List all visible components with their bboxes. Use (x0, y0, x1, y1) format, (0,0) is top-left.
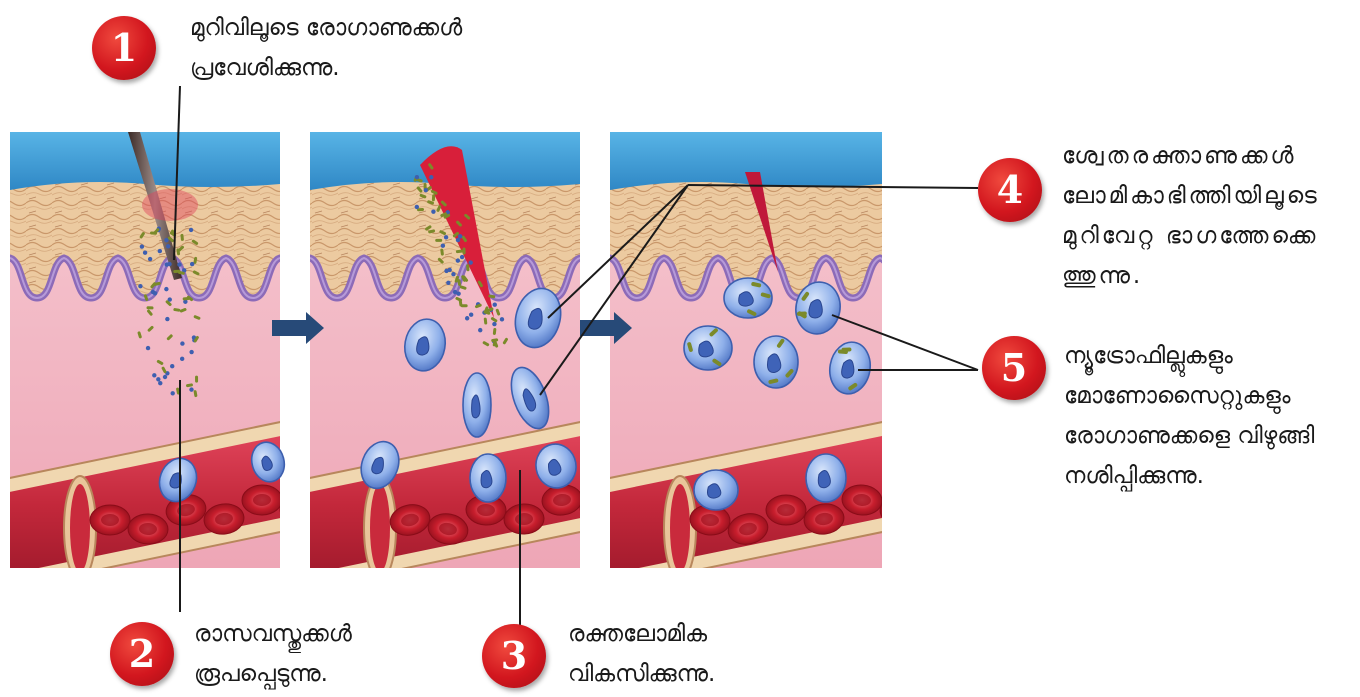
chemical-dot (177, 262, 181, 266)
step-4-line-3: മുറിവേറ്റ ഭാഗത്തേക്കെ (1062, 216, 1320, 256)
step-5-line-3: രോഗാണുക്കളെ വിഴുങ്ങി (1064, 416, 1314, 456)
chemical-dot (189, 350, 193, 354)
white-blood-cell (470, 454, 506, 502)
chemical-dot (164, 238, 168, 242)
chemical-dot (165, 317, 169, 321)
step-1-badge: 1 (92, 16, 156, 80)
chemical-dot (189, 387, 193, 391)
chemical-dot (444, 269, 448, 273)
chemical-dot (180, 341, 184, 345)
chemical-dot (431, 209, 435, 213)
chemical-dot (469, 313, 473, 317)
chemical-dot (456, 238, 460, 242)
chemical-dot (158, 381, 162, 385)
bacterium (432, 194, 435, 201)
chemical-dot (163, 375, 167, 379)
chemical-dot (166, 244, 170, 248)
chemical-dot (138, 284, 142, 288)
bacterium (195, 376, 198, 383)
chemical-dot (180, 357, 184, 361)
monocyte (754, 336, 798, 388)
step-5-label: ന്യൂട്രോഫില്ലുകളും മോണോസൈറ്റുകളും രോഗാണു… (1064, 336, 1314, 496)
step-3-line-1: രക്തലോമിക (568, 614, 715, 654)
chemical-dot (415, 205, 419, 209)
white-blood-cell (806, 454, 846, 502)
chemical-dot (424, 188, 428, 192)
chemical-dot (441, 243, 445, 247)
chemical-dot (458, 234, 462, 238)
chemical-dot (444, 235, 448, 239)
chemical-dot (152, 373, 156, 377)
chemical-dot (500, 317, 504, 321)
chemical-dot (415, 175, 419, 179)
chemical-dot (189, 228, 193, 232)
step-1-label: മുറിവിലൂടെ രോഗാണുക്കൾ പ്രവേശിക്കുന്നു. (190, 8, 462, 88)
step-2-line-1: രാസവസ്തുക്കൾ (194, 614, 352, 654)
step-4-line-1: ശ്വേതരക്താണുക്കൾ (1062, 136, 1320, 176)
step-1-line-1: മുറിവിലൂടെ രോഗാണുക്കൾ (190, 8, 462, 48)
sky-3 (610, 132, 882, 192)
chemical-dot (167, 262, 171, 266)
step-5-line-1: ന്യൂട്രോഫില്ലുകളും (1064, 336, 1314, 376)
chemical-dot (140, 244, 144, 248)
step-4-line-4: ത്തുന്നു. (1062, 256, 1320, 296)
step-3-label: രക്തലോമിക വികസിക്കുന്നു. (568, 614, 715, 694)
white-blood-cell (463, 373, 491, 437)
step-5-badge: 5 (982, 336, 1046, 400)
step-4-badge: 4 (978, 158, 1042, 222)
step-4-line-2: ലോമികാഭിത്തിയിലൂടെ (1062, 176, 1320, 216)
chemical-dot (148, 257, 152, 261)
chemical-dot (456, 291, 460, 295)
step-2-badge: 2 (110, 622, 174, 686)
step-2-label: രാസവസ്തുക്കൾ രൂപപ്പെടുന്നു. (194, 614, 352, 694)
chemical-dot (468, 260, 472, 264)
chemical-dot (190, 262, 194, 266)
chemical-dot (446, 281, 450, 285)
chemical-dot (493, 302, 497, 306)
chemical-dot (465, 316, 469, 320)
chemical-dot (158, 249, 162, 253)
monocyte (684, 326, 732, 370)
chemical-dot (164, 287, 168, 291)
step-5-line-2: മോണോസൈറ്റുകളും (1064, 376, 1314, 416)
bacterium (435, 239, 442, 242)
chemical-dot (456, 258, 460, 262)
chemical-dot (153, 291, 157, 295)
white-blood-cell (694, 470, 738, 510)
step-3-line-2: വികസിക്കുന്നു. (568, 654, 715, 694)
step-5-line-4: നശിപ്പിക്കുന്നു. (1064, 456, 1314, 496)
chemical-dot (171, 391, 175, 395)
bacterium (463, 247, 466, 254)
step-3-badge: 3 (482, 624, 546, 688)
neutrophil (724, 278, 772, 318)
chemical-dot (429, 175, 433, 179)
chemical-dot (451, 272, 455, 276)
chemical-dot (460, 255, 464, 259)
step-4-label: ശ്വേതരക്താണുക്കൾ ലോമികാഭിത്തിയിലൂടെ മുറി… (1062, 136, 1320, 296)
step-2-line-2: രൂപപ്പെടുന്നു. (194, 654, 352, 694)
red-blood-cell-1-0 (90, 505, 130, 535)
chemical-dot (492, 322, 496, 326)
red-blood-cell-3-5 (878, 491, 923, 528)
red-blood-cell-1-4 (242, 484, 283, 515)
wound-redness (142, 189, 198, 221)
red-blood-cell-3-2 (766, 495, 806, 525)
chemical-dot (143, 251, 147, 255)
step-1-line-2: പ്രവേശിക്കുന്നു. (190, 48, 462, 88)
chemical-dot (478, 328, 482, 332)
bacterium (461, 304, 468, 307)
bacterium (146, 306, 153, 309)
chemical-dot (170, 364, 174, 368)
chemical-dot (146, 346, 150, 350)
chemical-dot (156, 377, 160, 381)
